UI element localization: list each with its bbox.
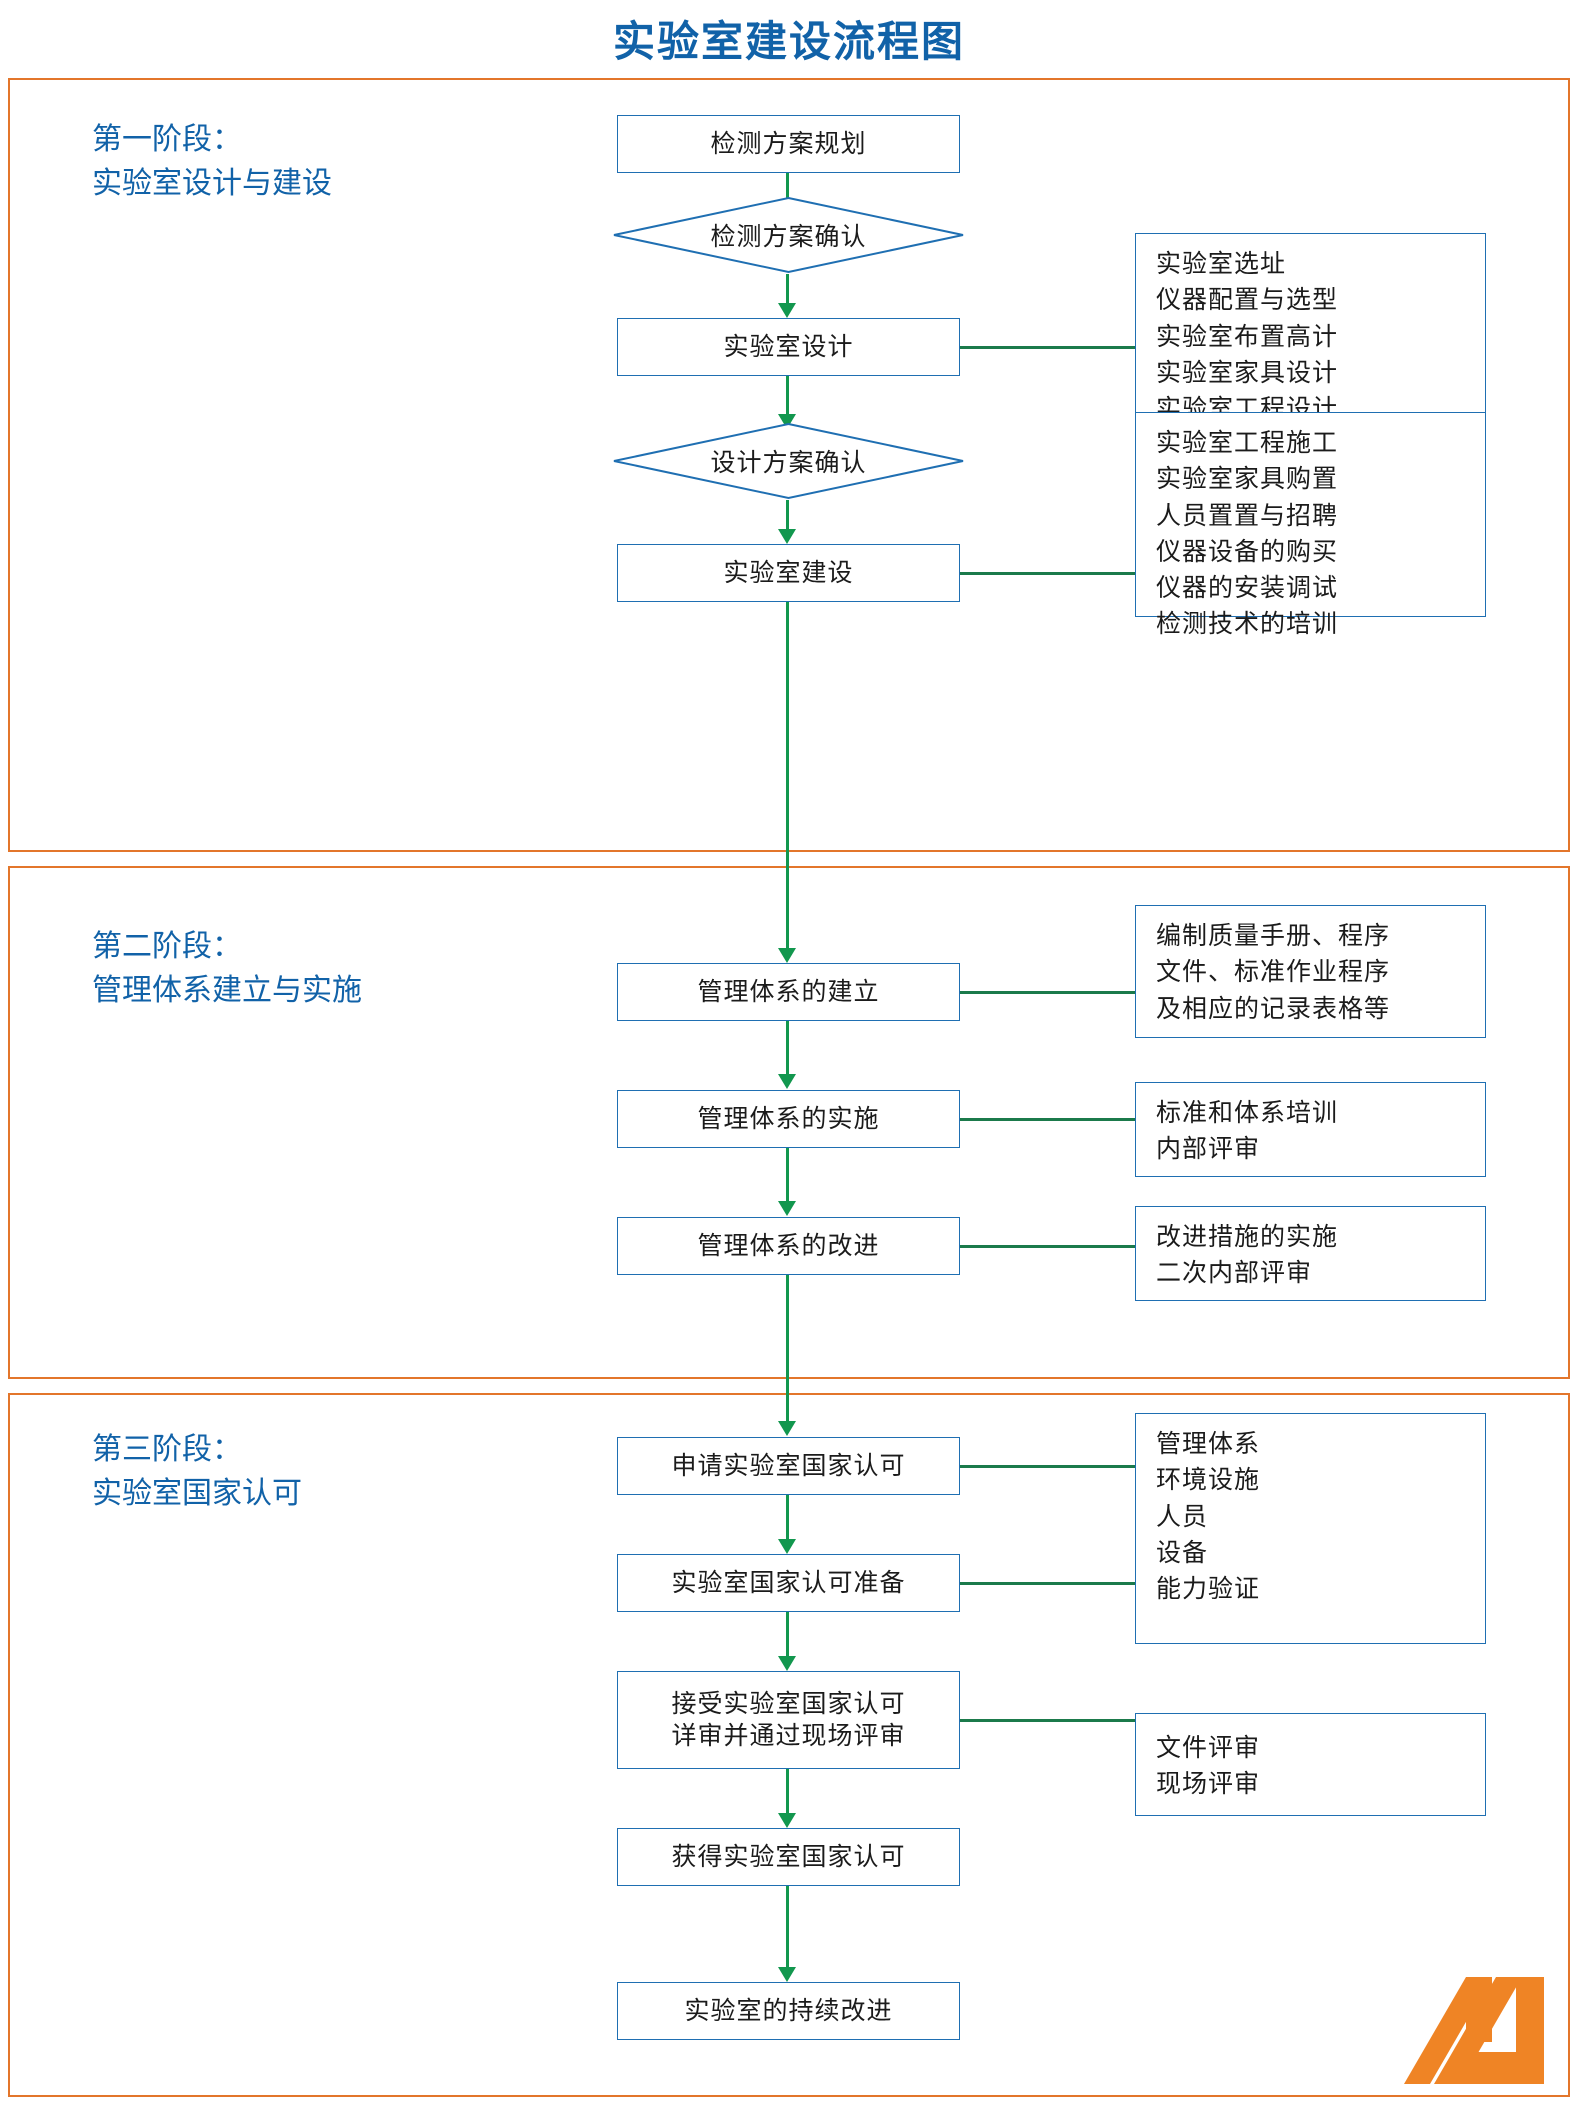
note-line: 现场评审 [1156,1770,1261,1799]
stage-2-frame [8,866,1570,1379]
note-connector-apply-accreditation [960,1465,1135,1468]
note-line: 仪器设备的购买 [1156,537,1339,566]
node-detection-plan-planning[interactable]: 检测方案规划 [617,115,960,173]
note-box-onsite-assessment: 文件评审 现场评审 [1135,1713,1486,1816]
stage-1-caption-line1: 第一阶段： [92,123,242,156]
logo-m-mark-shape [1404,1977,1544,2084]
connector-stage1-to-stage2-head [778,948,796,963]
stage-1-frame [8,78,1570,852]
decision-design-plan-confirm[interactable]: 设计方案确认 [612,422,965,500]
node-label-line2: 详审并通过现场评审 [671,1722,906,1750]
note-line: 标准和体系培训 [1156,1099,1339,1127]
note-connector-ms-establish [960,991,1135,994]
connector-arrow-4-line [786,500,789,533]
connector-arrow-6-head [778,1201,796,1216]
node-obtain-national-accreditation[interactable]: 获得实验室国家认可 [617,1828,960,1886]
company-logo-m-icon [1404,1972,1544,2084]
page-title: 实验室建设流程图 [612,18,965,65]
connector-arrow-2-head [778,303,796,318]
connector-arrow-7-head [778,1539,796,1554]
connector-arrow-2-line [786,274,789,307]
stage-2-caption-line1: 第二阶段： [92,930,242,963]
connector-arrow-7-line [786,1495,789,1543]
connector-stage1-to-stage2-line [786,602,789,952]
note-line: 编制质量手册、程序 [1156,922,1391,950]
connector-arrow-9-line [786,1769,789,1817]
note-line: 改进措施的实施 [1156,1223,1339,1251]
stage-2-caption-line2: 管理体系建立与实施 [92,973,362,1007]
stage-1-caption: 第一阶段： 实验室设计与建设 [92,118,332,205]
note-line: 实验室工程施工 [1156,429,1339,457]
node-accept-onsite-assessment[interactable]: 接受实验室国家认可 详审并通过现场评审 [617,1671,960,1769]
note-connector-ms-improve [960,1245,1135,1248]
stage-3-caption: 第三阶段： 实验室国家认可 [92,1428,302,1515]
connector-arrow-8-line [786,1612,789,1660]
connector-arrow-10-head [778,1967,796,1982]
note-line: 实验室家具设计 [1156,358,1339,387]
diamond-shape-icon [613,422,964,500]
stage-3-frame [8,1393,1570,2097]
node-management-system-establish[interactable]: 管理体系的建立 [617,963,960,1021]
connector-arrow-10-line [786,1886,789,1971]
note-line: 二次内部评审 [1156,1259,1313,1288]
connector-arrow-9-head [778,1813,796,1828]
note-line: 文件、标准作业程序 [1156,958,1391,987]
connector-arrow-3-line [786,376,789,418]
note-line: 人员 [1156,1502,1209,1531]
note-line: 实验室选址 [1156,250,1287,278]
note-line: 检测技术的培训 [1156,610,1339,639]
node-lab-construction[interactable]: 实验室建设 [617,544,960,602]
connector-arrow-1-line [786,173,789,215]
diamond-shape-icon [613,196,964,274]
node-prepare-national-accreditation[interactable]: 实验室国家认可准备 [617,1554,960,1612]
connector-arrow-6-line [786,1148,789,1205]
note-line: 仪器的安装调试 [1156,574,1339,602]
node-lab-design[interactable]: 实验室设计 [617,318,960,376]
node-label-line1: 接受实验室国家认可 [671,1689,906,1718]
note-box-apply-accreditation: 管理体系 环境设施 人员 设备 能力验证 [1135,1413,1486,1644]
connector-arrow-5-line [786,1021,789,1078]
connector-arrow-4-head [778,529,796,544]
note-box-ms-improve: 改进措施的实施 二次内部评审 [1135,1206,1486,1301]
note-connector-onsite-assessment [960,1719,1135,1722]
node-continuous-improvement[interactable]: 实验室的持续改进 [617,1982,960,2040]
note-connector-lab-design [960,346,1135,349]
note-line: 管理体系 [1156,1430,1261,1458]
connector-stage2-to-stage3-head [778,1421,796,1436]
node-management-system-improve[interactable]: 管理体系的改进 [617,1217,960,1275]
note-box-ms-implement: 标准和体系培训 内部评审 [1135,1082,1486,1177]
stage-3-caption-line2: 实验室国家认可 [92,1476,302,1510]
stage-3-caption-line1: 第三阶段： [92,1433,242,1466]
note-line: 文件评审 [1156,1734,1261,1762]
note-line: 及相应的记录表格等 [1156,994,1391,1023]
stage-2-caption: 第二阶段： 管理体系建立与实施 [92,925,362,1012]
note-box-ms-establish: 编制质量手册、程序 文件、标准作业程序 及相应的记录表格等 [1135,905,1486,1038]
note-box-lab-construction: 实验室工程施工 实验室家具购置 人员置置与招聘 仪器设备的购买 仪器的安装调试 … [1135,412,1486,638]
note-line: 实验室家具购置 [1156,465,1339,494]
note-connector-prepare-accreditation [960,1582,1135,1585]
note-line: 环境设施 [1156,1466,1261,1495]
note-connector-lab-construction [960,572,1135,575]
decision-detection-plan-confirm[interactable]: 检测方案确认 [612,196,965,274]
connector-arrow-8-head [778,1656,796,1671]
note-connector-ms-implement [960,1118,1135,1121]
connector-stage2-to-stage3-line [786,1275,789,1425]
connector-arrow-5-head [778,1074,796,1089]
note-line: 内部评审 [1156,1135,1261,1164]
node-apply-national-accreditation[interactable]: 申请实验室国家认可 [617,1437,960,1495]
note-line: 仪器配置与选型 [1156,286,1339,315]
node-management-system-implement[interactable]: 管理体系的实施 [617,1090,960,1148]
note-line: 设备 [1156,1538,1209,1567]
note-line: 人员置置与招聘 [1156,501,1339,530]
stage-1-caption-line2: 实验室设计与建设 [92,166,332,200]
note-line: 实验室布置高计 [1156,322,1339,351]
note-line: 能力验证 [1156,1575,1261,1603]
